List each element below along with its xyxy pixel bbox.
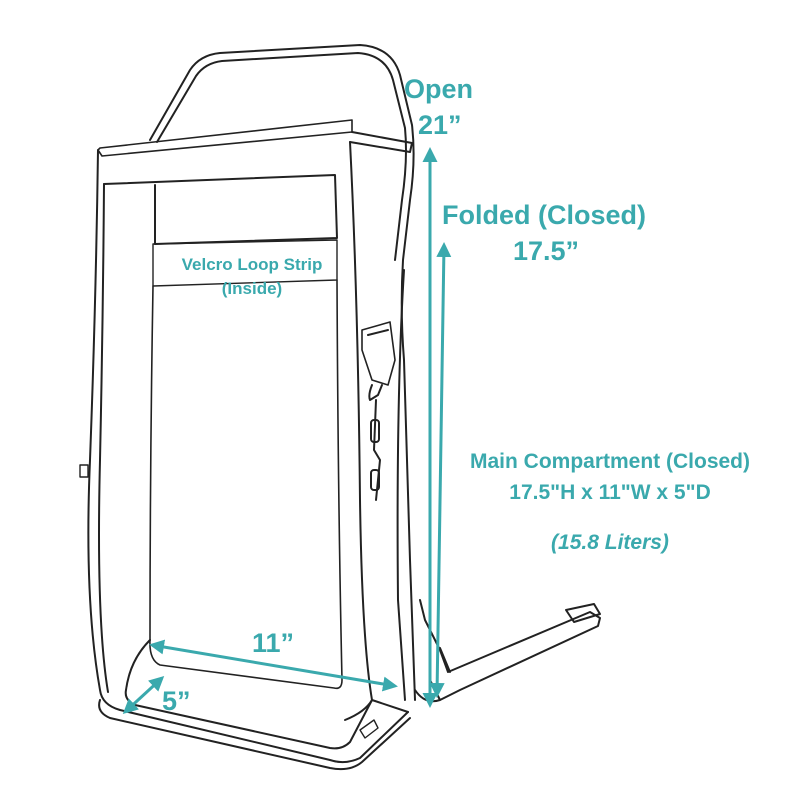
main-compartment-dimensions: 17.5"H x 11"W x 5"D xyxy=(509,481,711,504)
main-compartment-volume: (15.8 Liters) xyxy=(551,531,669,554)
folded-value: 17.5” xyxy=(513,236,580,266)
dimension-arrows xyxy=(122,147,452,715)
open-value: 21” xyxy=(418,110,462,140)
depth-label: 5” xyxy=(162,686,191,716)
width-label: 11” xyxy=(252,628,295,658)
velcro-note: (Inside) xyxy=(221,279,283,298)
folded-height-arrow xyxy=(429,242,452,698)
open-label: Open xyxy=(404,74,474,104)
width-arrow xyxy=(149,639,398,692)
depth-arrow xyxy=(122,675,165,715)
main-compartment-title: Main Compartment (Closed) xyxy=(469,450,750,473)
velcro-label: Velcro Loop Strip xyxy=(181,255,323,274)
backpack-outline xyxy=(79,44,601,771)
folded-label: Folded (Closed) xyxy=(442,200,646,230)
